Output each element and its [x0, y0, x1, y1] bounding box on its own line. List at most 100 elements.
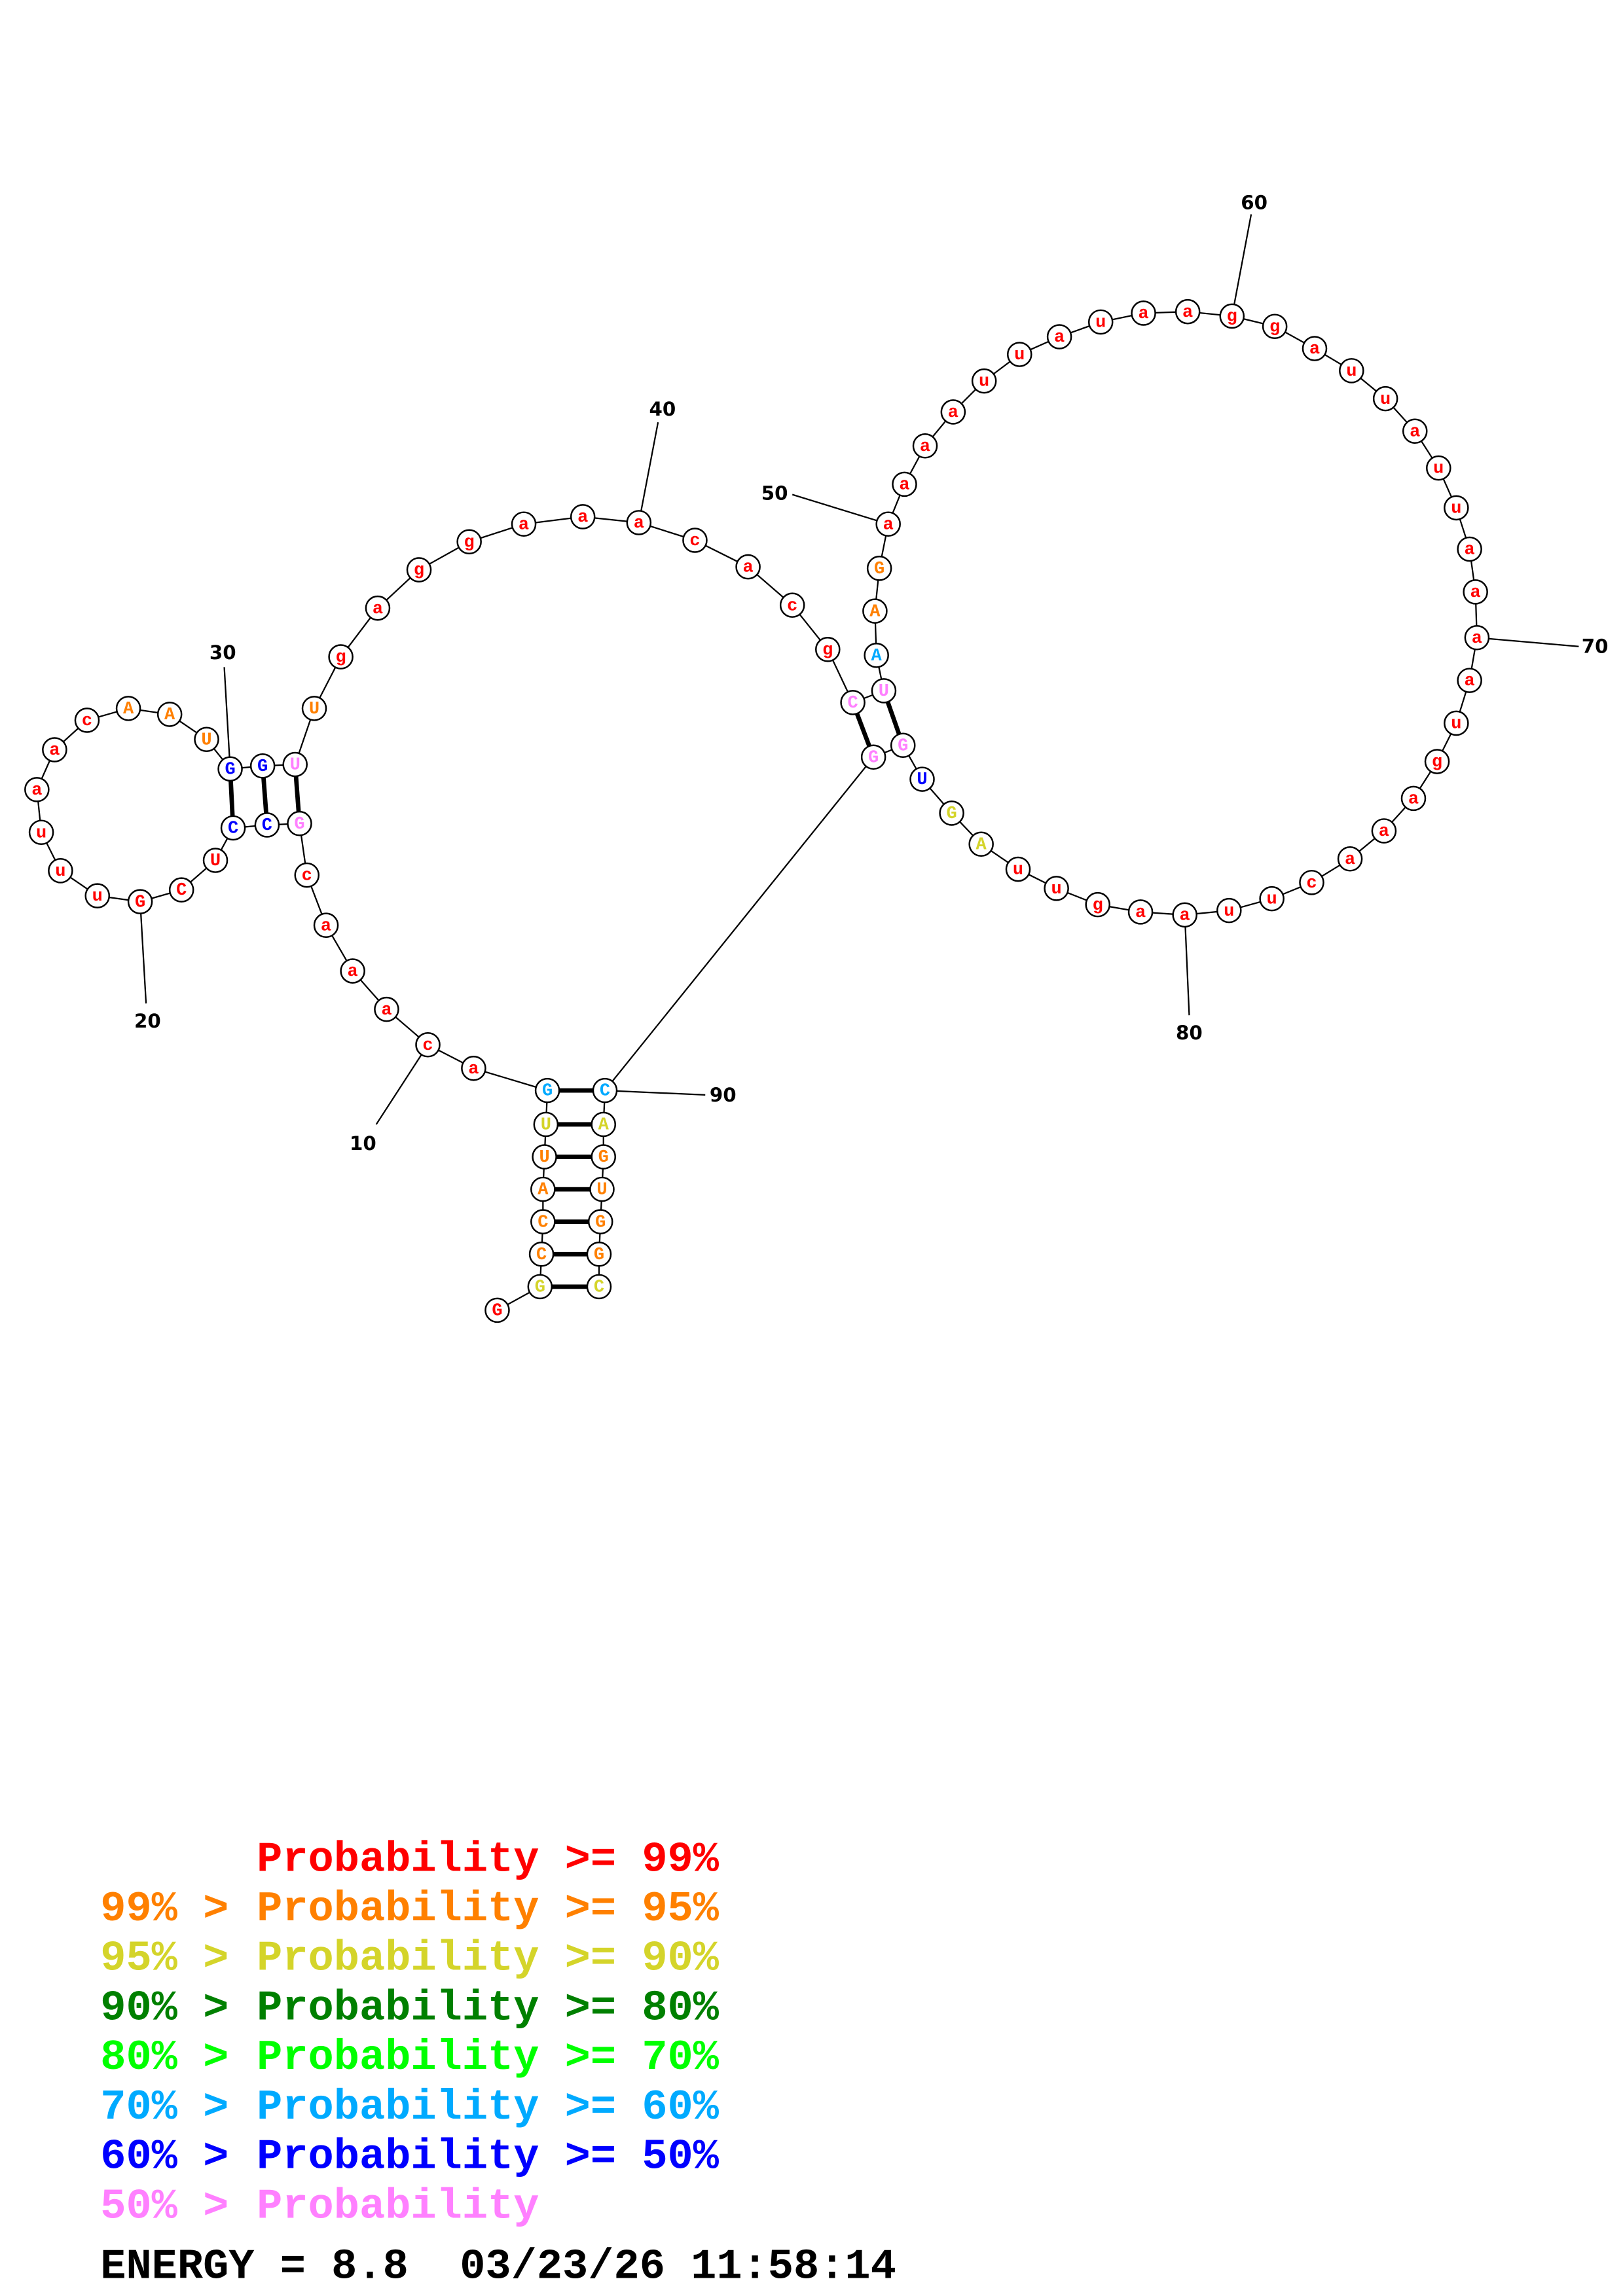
nucleotide: A: [864, 643, 889, 668]
nucleotide: u: [84, 883, 111, 908]
nucleotide-base: a: [1472, 628, 1482, 649]
nucleotide: a: [1371, 818, 1397, 844]
nucleotide-circle: [24, 777, 50, 802]
nucleotide-circle: [533, 1111, 559, 1138]
nucleotide-base: a: [1465, 540, 1475, 560]
nucleotide-base: G: [868, 747, 879, 768]
nucleotide-base: u: [1433, 459, 1444, 479]
nucleotide-base: C: [600, 1081, 610, 1102]
nucleotide-base: A: [871, 646, 883, 666]
nucleotide-circle: [586, 1241, 612, 1267]
nucleotide-base: C: [176, 880, 187, 901]
nucleotide-base: u: [979, 372, 989, 392]
position-tick-line: [375, 1044, 429, 1125]
nucleotide-circle: [156, 702, 183, 727]
nucleotide-base: G: [257, 757, 268, 777]
nucleotide: a: [626, 510, 652, 535]
nucleotide: G: [866, 556, 892, 581]
legend-prefix: 99% >: [100, 1885, 254, 1933]
nucleotide: a: [1402, 418, 1428, 444]
nucleotide-base: G: [595, 1212, 606, 1232]
nucleotide-base: a: [1182, 302, 1193, 323]
nucleotide-circle: [1457, 668, 1482, 693]
nucleotide-base: g: [414, 560, 424, 581]
nucleotide-base: a: [31, 780, 42, 800]
nucleotide-circle: [971, 368, 997, 394]
nucleotide-circle: [1426, 455, 1451, 481]
nucleotide-circle: [254, 812, 280, 838]
nucleotide-circle: [1131, 300, 1156, 326]
nucleotide-circle: [864, 643, 889, 668]
nucleotide-circle: [1444, 710, 1469, 736]
nucleotide: G: [534, 1077, 560, 1103]
nucleotide-circle: [890, 732, 916, 759]
nucleotide: U: [532, 1144, 557, 1170]
nucleotide-circle: [202, 848, 228, 873]
nucleotide-circle: [875, 511, 901, 537]
nucleotide-base: U: [309, 699, 319, 719]
nucleotide: g: [1262, 314, 1288, 339]
position-label: 60: [1241, 191, 1267, 213]
nucleotide: c: [682, 528, 708, 553]
nucleotide: a: [374, 996, 399, 1022]
nucleotide-base: u: [1224, 901, 1234, 922]
nucleotide: C: [530, 1209, 556, 1234]
nucleotide-base: c: [1306, 873, 1317, 893]
nucleotide-circle: [1372, 386, 1398, 412]
nucleotide-circle: [294, 862, 320, 888]
base-pair-lines: [228, 690, 905, 1289]
nucleotide-base: u: [92, 886, 103, 906]
nucleotide-base: a: [1345, 850, 1355, 870]
nucleotide-circle: [1044, 876, 1069, 901]
nucleotide: C: [528, 1241, 555, 1267]
nucleotide-base: U: [879, 681, 889, 702]
nucleotide-circle: [220, 815, 246, 841]
nucleotide-circle: [511, 511, 537, 537]
nucleotide-base: U: [201, 730, 211, 750]
nucleotide-base: a: [381, 1000, 392, 1020]
nucleotide: u: [1444, 495, 1469, 521]
nucleotide-base: g: [335, 647, 346, 668]
legend-entry: Probability >= 80%: [257, 1984, 720, 2032]
nucleotide-circle: [591, 1144, 617, 1170]
nucleotide-circle: [591, 1111, 617, 1138]
nucleotide-circle: [939, 800, 964, 826]
legend-prefix: 50% >: [100, 2182, 254, 2231]
backbone-line: [473, 1067, 548, 1092]
nucleotide-circle: [1337, 846, 1363, 872]
nucleotide-base: a: [1309, 339, 1320, 359]
nucleotide-circle: [415, 1031, 441, 1058]
nucleotide-base: c: [689, 531, 700, 551]
legend-entry: Probability >= 70%: [257, 2034, 720, 2082]
nucleotide: u: [1372, 386, 1398, 412]
nucleotide-base: a: [1135, 903, 1146, 923]
nucleotide-circle: [589, 1176, 615, 1202]
nucleotide: A: [591, 1111, 617, 1138]
position-tick-line: [1184, 914, 1190, 1016]
position-tick-line: [1231, 214, 1252, 317]
nucleotide-circle: [570, 504, 596, 529]
nucleotide-circle: [1262, 314, 1288, 339]
nucleotide: g: [1424, 749, 1450, 774]
nucleotide-base: U: [596, 1180, 607, 1200]
nucleotide: U: [202, 848, 228, 873]
nucleotide: u: [1444, 710, 1469, 736]
nucleotide-circle: [682, 528, 708, 553]
nucleotide-circle: [1299, 870, 1324, 895]
nucleotide-circle: [940, 399, 966, 425]
nucleotide: C: [586, 1274, 612, 1300]
nucleotide: G: [127, 889, 153, 914]
nucleotide: a: [1175, 298, 1201, 325]
nucleotide: G: [587, 1209, 613, 1234]
nucleotide-circle: [84, 883, 111, 908]
legend-prefix: 80% >: [100, 2034, 254, 2082]
nucleotide-circle: [1464, 624, 1490, 651]
nucleotide: u: [28, 819, 54, 845]
nucleotide-base: U: [541, 1115, 551, 1136]
nucleotide-circle: [592, 1077, 618, 1103]
nucleotide-circle: [127, 889, 153, 914]
nucleotide: A: [115, 696, 141, 721]
nucleotide-base: u: [1095, 313, 1106, 333]
nucleotide: a: [892, 471, 917, 497]
